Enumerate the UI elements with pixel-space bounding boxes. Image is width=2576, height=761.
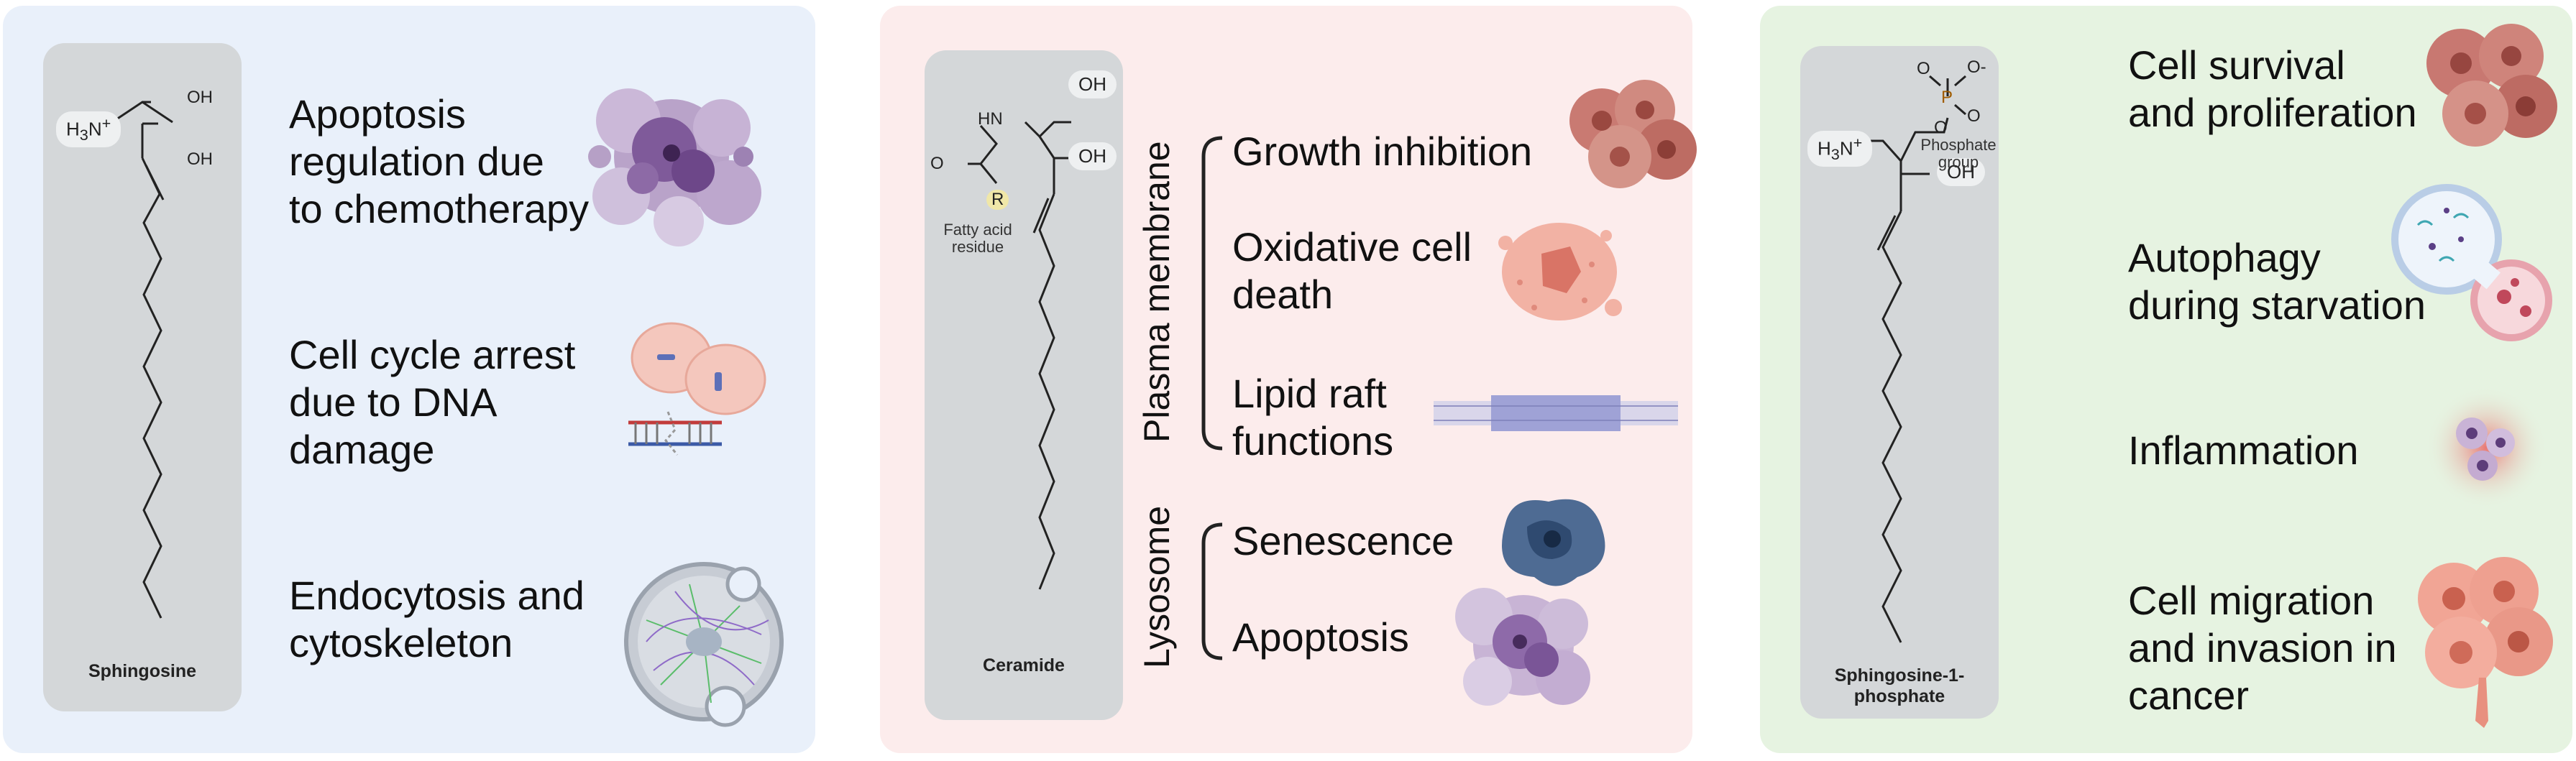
phosphate-oxygen: O — [1917, 59, 1930, 78]
migrating-tumor-icon — [2418, 557, 2553, 728]
plasma-membrane-label: Plasma membrane — [1137, 141, 1177, 443]
ceramide-structure: HN OH OH O R Fatty acid residue Ceramide — [925, 50, 1123, 720]
function-label: Cell migration and invasion in cancer — [2128, 578, 2397, 718]
apoptotic-cell-icon — [588, 88, 761, 246]
tumor-cluster-icon — [2426, 24, 2557, 147]
apoptotic-cell-icon — [1455, 588, 1590, 706]
phosphate-group-label: Phosphate group — [1920, 136, 1997, 172]
phosphorus-atom: P — [1941, 88, 1953, 107]
function-label: Autophagy during starvation — [2128, 235, 2426, 328]
structure-name: Sphingosine-1-phosphate — [1834, 665, 1965, 706]
function-label: Growth inhibition — [1232, 129, 1533, 174]
amine-group: H3N+ — [56, 111, 122, 147]
senescent-cell-icon — [1502, 499, 1605, 586]
phosphate-oxygen: O — [1934, 118, 1948, 137]
oxidized-cell-icon — [1498, 223, 1622, 320]
function-label: Senescence — [1232, 518, 1454, 563]
hydroxyl-group: OH — [187, 88, 213, 107]
hydroxyl-group: OH — [1068, 70, 1117, 98]
s1p-panel: H3N+ OH P O O- O O Phosphate group Sphin… — [1760, 6, 2572, 753]
hydroxyl-group: OH — [187, 149, 213, 169]
function-label: Lipid raft functions — [1232, 371, 1394, 463]
carbonyl-oxygen: O — [930, 154, 944, 173]
function-label: Endocytosis and cytoskeleton — [289, 573, 585, 665]
sphingosine-structure: H3N+ OH OH Sphingosine — [43, 43, 242, 711]
function-label: Cell survival and proliferation — [2128, 42, 2417, 135]
function-label: Inflammation — [2128, 428, 2359, 473]
ceramide-panel: HN OH OH O R Fatty acid residue Ceramide… — [880, 6, 1697, 753]
lysosome-bracket — [1201, 522, 1223, 660]
function-label: Cell cycle arrest due to DNA damage — [289, 332, 576, 472]
structure-name: Ceramide — [983, 655, 1065, 675]
amide-nh: HN — [978, 109, 1003, 129]
lipid-raft-membrane-icon — [1434, 395, 1678, 431]
amine-group: H3N+ — [1807, 131, 1873, 167]
inflammation-cells-icon — [2425, 387, 2547, 509]
function-label: Oxidative cell death — [1232, 224, 1472, 317]
r-group: R — [986, 190, 1009, 210]
ceramide-skeleton — [968, 121, 1071, 590]
sphingosine-skeleton — [111, 101, 173, 619]
phosphate-oxygen: O — [1967, 106, 1981, 126]
sphingosine-panel: H3N+ OH OH Sphingosine Apoptosis regulat… — [3, 6, 815, 753]
tumor-cluster-icon — [1569, 80, 1697, 188]
function-label: Apoptosis regulation due to chemotherapy — [289, 91, 590, 231]
s1p-structure: H3N+ OH P O O- O O Phosphate group Sphin… — [1800, 46, 1999, 719]
lysosome-label: Lysosome — [1137, 505, 1177, 668]
cytoskeleton-cell-icon — [624, 562, 784, 727]
autophagy-cell-icon — [2391, 184, 2552, 341]
fatty-acid-residue-label: Fatty acid residue — [943, 221, 1012, 257]
function-label: Apoptosis — [1232, 614, 1409, 660]
s1p-skeleton — [1864, 75, 1966, 643]
phosphate-oxygen-minus: O- — [1967, 57, 1986, 77]
structure-name: Sphingosine — [88, 661, 196, 681]
hydroxyl-group: OH — [1068, 142, 1117, 170]
plasma-membrane-bracket — [1201, 136, 1223, 451]
dividing-cell-dna-icon — [628, 322, 766, 456]
hydroxyl-group: OH — [1937, 158, 1985, 186]
